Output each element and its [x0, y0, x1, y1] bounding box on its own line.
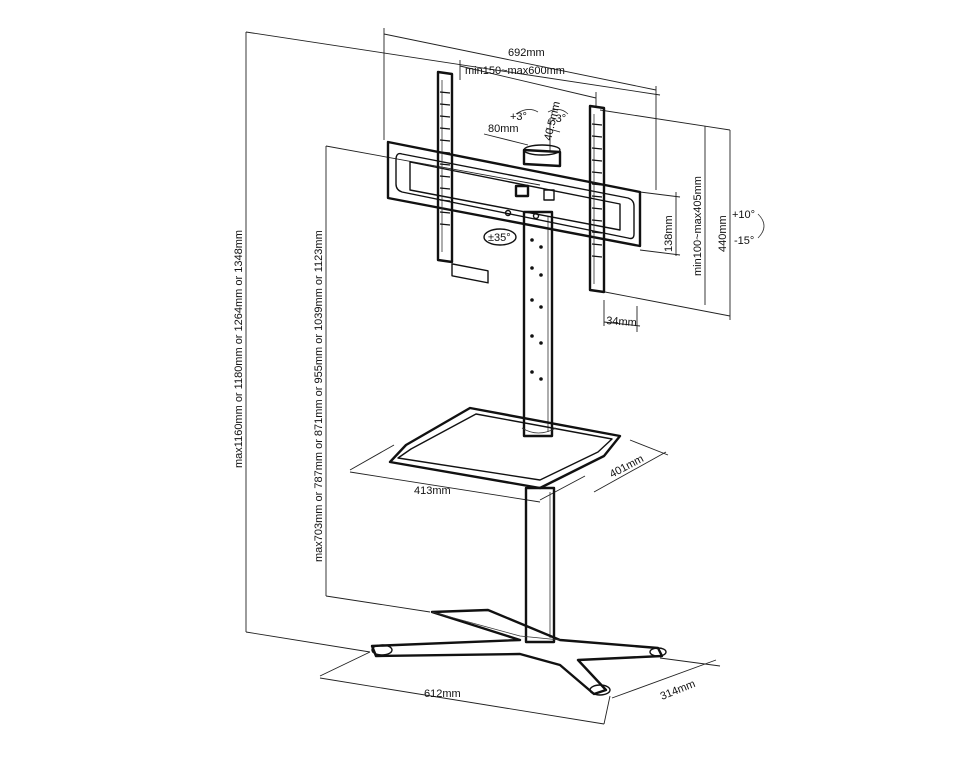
stand-structure: [370, 70, 765, 696]
offset-80-line: [483, 133, 529, 146]
tilt-arc-up: [515, 109, 539, 115]
label-total-height: max1160mm or 1180mm or 1264mm or 1348mm: [233, 230, 245, 468]
tilt-head: [522, 148, 562, 168]
base-ext-right: [603, 695, 611, 725]
shelf-401-line: [593, 451, 667, 493]
bracket-lock: [514, 184, 530, 198]
vertical-arm-left: [436, 70, 454, 264]
label-shelf-width: 413mm: [414, 485, 451, 497]
dimension-lines: [245, 28, 731, 725]
label-angle-plus: +10°: [732, 209, 755, 221]
glass-shelf: [388, 406, 622, 490]
label-bracket-height: 138mm: [663, 215, 675, 252]
label-swivel: ±35°: [488, 232, 511, 244]
width-692-line: [383, 33, 657, 91]
offset-40-line: [545, 127, 561, 133]
base-612-line: [319, 677, 605, 725]
total-height-top-ext: [245, 31, 661, 96]
label-mount-height: max703mm or 787mm or 871mm or 955mm or 1…: [313, 230, 325, 562]
base-ext-left: [319, 651, 371, 677]
bracket-slot-left: [451, 263, 489, 284]
shelf-ext-right: [539, 475, 586, 501]
tilt-arc-down: [547, 109, 569, 115]
base-feet: [370, 608, 667, 696]
label-base-width: 612mm: [424, 688, 461, 700]
total-height-bottom-ext: [245, 631, 371, 653]
label-bracket-440: 440mm: [717, 215, 729, 252]
bracket-knob: [543, 189, 555, 201]
label-depth-34: 34mm: [606, 315, 637, 329]
shelf-413-line: [349, 471, 541, 503]
mount-height-top-ext: [325, 145, 541, 186]
swivel-ellipse: [483, 228, 517, 246]
bracket-bottom-ext: [604, 291, 731, 317]
shelf-ext-left: [349, 444, 395, 471]
label-vesa-height: min100~max405mm: [692, 176, 704, 276]
upper-column: [522, 210, 554, 438]
column-holes: [530, 238, 543, 381]
vesa-width-line: [459, 65, 597, 99]
label-vesa-width: min150~max600mm: [465, 65, 565, 77]
dimension-labels: 692mm min150~max600mm +3° -3° 80mm 40.5m…: [233, 47, 755, 703]
horizontal-bracket: [386, 140, 642, 284]
label-offset-80: 80mm: [488, 123, 519, 135]
label-overall-width: 692mm: [508, 47, 545, 59]
base-314-line: [611, 659, 717, 699]
vertical-arm-right: [588, 104, 606, 294]
label-tilt-down: -3°: [552, 113, 566, 125]
bar-bottom-ext: [639, 249, 681, 256]
base-back-ext: [659, 657, 721, 667]
angle-arc: [757, 213, 765, 239]
depth-34-line: [603, 321, 641, 327]
shelf-back-ext: [629, 439, 669, 456]
bracket-top-ext: [599, 109, 731, 131]
label-angle-minus: -15°: [734, 235, 754, 247]
mount-height-bottom-ext: [325, 595, 431, 613]
label-base-depth: 314mm: [659, 678, 698, 703]
bar-top-ext: [639, 191, 681, 198]
label-tilt-up: +3°: [510, 111, 527, 123]
